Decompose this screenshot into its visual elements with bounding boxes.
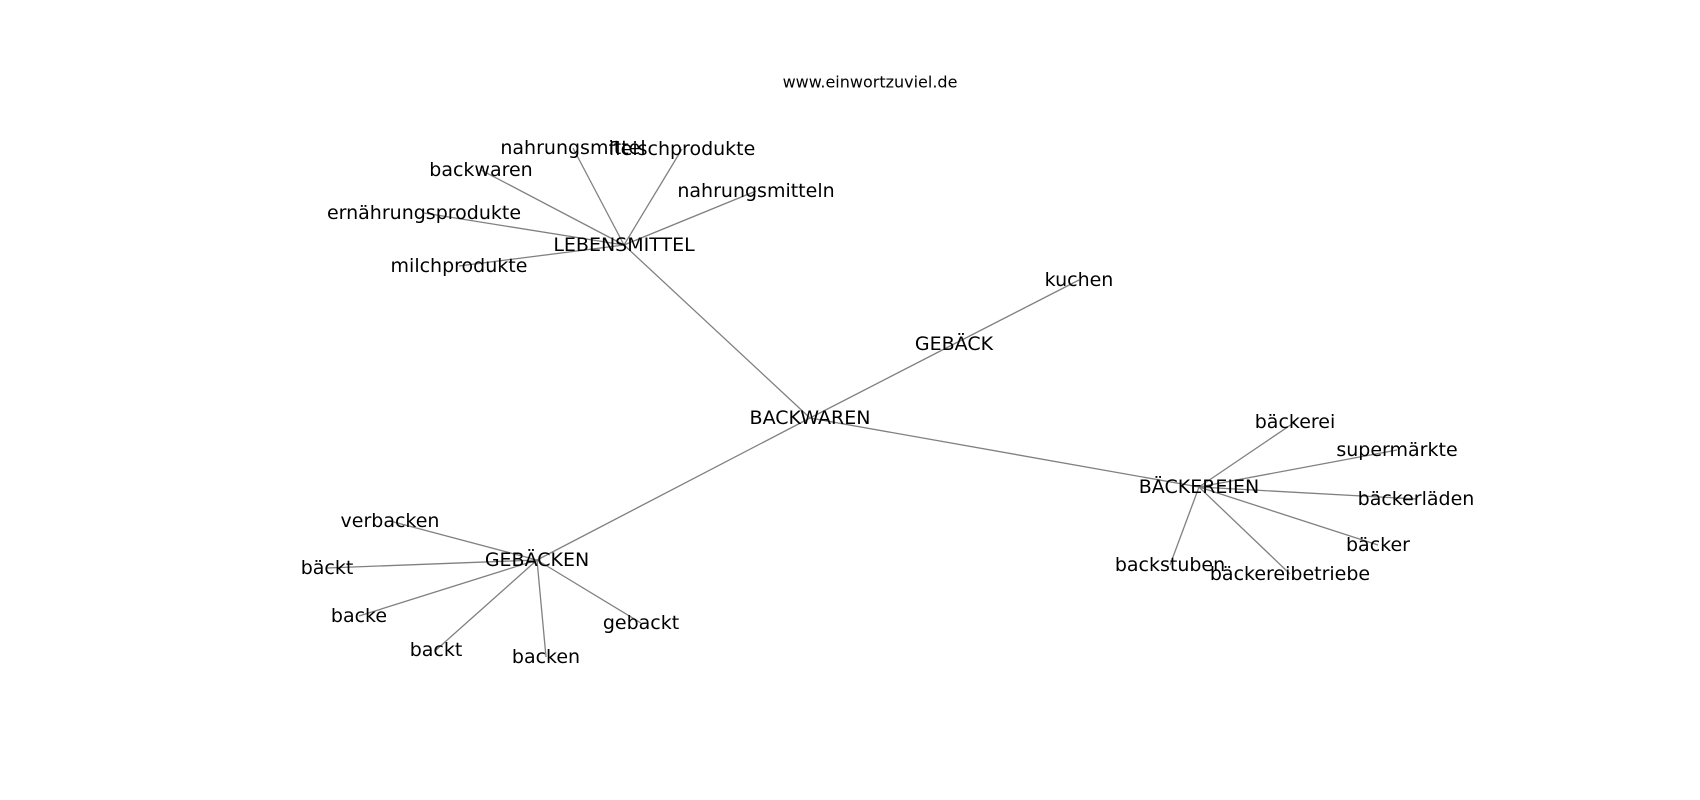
edge-geback-kuchen xyxy=(953,279,1080,345)
edge-backereien-supermaerkte xyxy=(1198,449,1398,488)
edge-gebacken-backen xyxy=(536,559,547,658)
node-label-backwaren_hub: BACKWAREN xyxy=(750,407,871,429)
edge-lebensmittel-ernaehrungsprodukte xyxy=(423,212,625,246)
node-label-backt: backt xyxy=(410,639,463,661)
node-label-gebacken: GEBÄCKEN xyxy=(485,548,589,571)
node-label-gebackt: gebackt xyxy=(603,612,679,634)
node-label-backen: backen xyxy=(512,646,580,668)
edge-backwaren_hub-gebacken xyxy=(536,417,811,561)
node-label-verbacken: verbacken xyxy=(341,510,440,532)
node-label-ernaehrungsprodukte: ernährungsprodukte xyxy=(327,202,521,224)
edge-gebacken-verbacken xyxy=(389,520,538,561)
source-watermark: www.einwortzuviel.de xyxy=(783,73,958,92)
edge-lebensmittel-milchprodukte xyxy=(458,244,625,267)
edge-lebensmittel-nahrungsmittel xyxy=(572,147,625,246)
edge-backereien-baeckerlaeden xyxy=(1198,486,1417,500)
node-label-kuchen: kuchen xyxy=(1045,269,1114,291)
node-label-backwaren_leaf: backwaren xyxy=(429,159,532,181)
node-layer: BACKWAREN LEBENSMITTEL GEBÄCK BÄCKEREIEN GEB… xyxy=(301,137,1475,668)
node-label-backstuben: backstuben xyxy=(1115,554,1225,576)
edge-backereien-baeckereibetriebe xyxy=(1198,486,1291,575)
node-label-backe: backe xyxy=(331,605,387,627)
edge-lebensmittel-nahrungsmitteln xyxy=(623,190,757,246)
node-label-backereien: BÄCKEREIEN xyxy=(1139,475,1259,498)
node-label-baeckereibetriebe: bäckereibetriebe xyxy=(1210,563,1370,585)
edge-backereien-backstuben xyxy=(1169,486,1200,566)
node-label-baeckerei: bäckerei xyxy=(1255,411,1336,433)
edge-gebacken-gebackt xyxy=(536,559,642,624)
node-label-baeckerlaeden: bäckerläden xyxy=(1358,488,1475,510)
edge-backwaren_hub-backereien xyxy=(809,417,1200,488)
node-label-baecker: bäcker xyxy=(1346,534,1410,556)
edge-layer xyxy=(326,147,1417,658)
node-label-baeckt: bäckt xyxy=(301,557,354,579)
edge-backereien-baecker xyxy=(1198,486,1379,546)
node-label-fleischprodukte: fleischprodukte xyxy=(609,138,756,160)
edge-gebacken-backe xyxy=(358,559,538,617)
node-label-nahrungsmitteln: nahrungsmitteln xyxy=(677,180,834,202)
edge-backwaren_hub-geback xyxy=(809,343,955,419)
edge-lebensmittel-fleischprodukte xyxy=(623,148,683,246)
node-label-lebensmittel: LEBENSMITTEL xyxy=(553,234,695,256)
node-label-supermaerkte: supermärkte xyxy=(1336,439,1457,461)
node-label-milchprodukte: milchprodukte xyxy=(391,255,528,277)
node-label-nahrungsmittel: nahrungsmittel xyxy=(500,137,645,159)
edge-lebensmittel-backwaren_leaf xyxy=(480,169,625,246)
edge-backwaren_hub-lebensmittel xyxy=(623,244,811,419)
node-label-geback: GEBÄCK xyxy=(915,332,994,355)
edge-gebacken-baeckt xyxy=(326,559,538,569)
edge-gebacken-backt xyxy=(435,559,538,651)
edge-backereien-baeckerei xyxy=(1198,421,1296,488)
